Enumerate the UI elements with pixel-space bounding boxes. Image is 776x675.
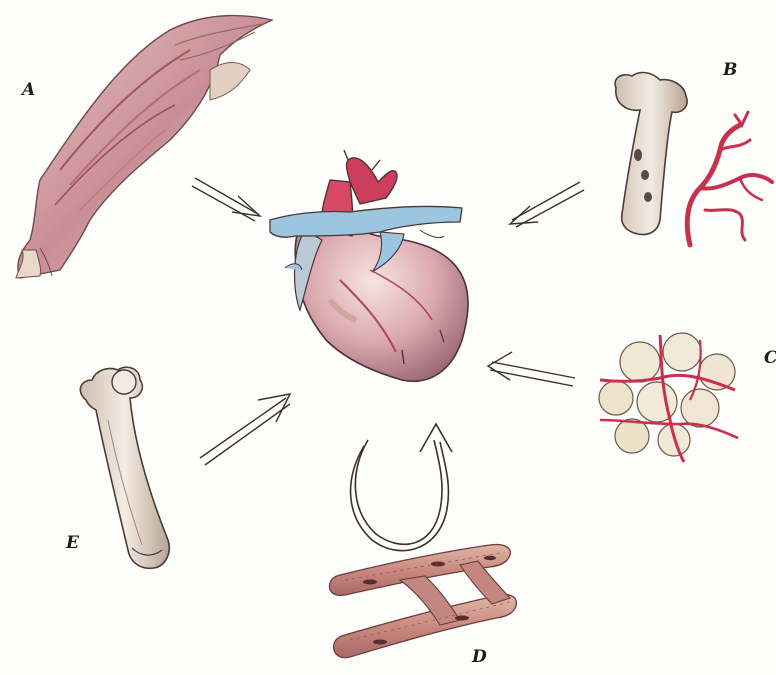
label-d: D — [472, 647, 487, 667]
arrow-b-to-heart — [510, 182, 584, 227]
arm-muscle-icon — [16, 16, 272, 278]
arrow-e-to-heart — [200, 394, 290, 465]
label-c: C — [764, 348, 776, 368]
label-b: B — [723, 60, 737, 80]
bone-marrow-vessels-icon — [615, 73, 772, 245]
arrow-d-to-heart — [351, 424, 452, 551]
arrow-c-to-heart — [488, 352, 575, 386]
label-a: A — [22, 80, 35, 100]
long-bone-icon — [80, 367, 169, 568]
cardiac-muscle-fibers-icon — [330, 545, 517, 658]
label-e: E — [66, 533, 79, 553]
heart-icon — [270, 150, 468, 381]
arrow-a-to-heart — [192, 178, 260, 221]
adipose-tissue-icon — [599, 333, 738, 462]
